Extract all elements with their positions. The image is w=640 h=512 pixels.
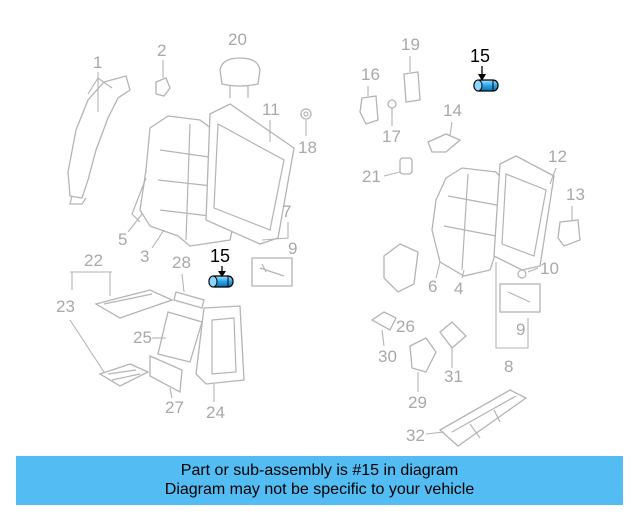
part-16-bracket [359,95,379,125]
callout-1: 1 [93,53,102,72]
part-24-back-panel [195,305,245,385]
callout-19: 19 [401,35,420,54]
banner-line-1: Part or sub-assembly is #15 in diagram [180,462,459,479]
callout-26: 26 [396,317,415,336]
part-32-rail [438,389,528,447]
callout-7: 7 [282,202,291,221]
callout-17: 17 [382,127,401,146]
part-23-heater-element [98,363,150,387]
callout-4: 4 [454,279,463,298]
part-20-headrest [219,57,261,98]
callout-31: 31 [444,367,463,386]
callout-13: 13 [566,185,585,204]
part-26-cover [370,311,397,331]
part-21-lock-cylinder [399,157,413,175]
part-2-clip [155,77,171,97]
part-19-guide [403,71,421,103]
callout-22: 22 [84,251,103,270]
callout-8: 8 [504,357,513,376]
callout-11: 11 [262,100,280,119]
callout-15-left: 15 [210,246,230,266]
part-9-bolt-kit-right [499,283,541,313]
part-25-panel [157,311,203,363]
part-10-bolt [517,269,527,279]
part-14-release-handle [427,133,462,153]
part-4-seatback-cushion-right [431,167,513,277]
part-1-side-trim [67,75,131,205]
part-18-grommet [300,108,312,120]
callout-2: 2 [157,41,166,60]
part-31-bracket [439,321,467,349]
callout-5: 5 [118,230,127,249]
part-29-bracket [409,337,437,373]
callout-30: 30 [378,347,397,366]
callout-25: 25 [133,328,152,347]
part-9-bolt-kit-left [251,257,293,287]
callout-24: 24 [206,403,225,422]
callout-29: 29 [408,393,427,412]
callout-16: 16 [361,65,380,84]
part-15-left [208,275,234,288]
callout-9-right: 9 [516,320,525,339]
part-17-screw [387,99,397,114]
callout-6: 6 [428,277,437,296]
callout-15-right: 15 [470,46,490,66]
callout-20: 20 [228,30,247,49]
callout-12: 12 [548,147,567,166]
part-13-cover [557,219,581,247]
callout-27: 27 [165,398,184,417]
part-11-seatback-frame [205,103,295,245]
part-15-right [473,79,499,92]
part-seat-bracket-right [383,243,419,293]
info-banner: Part or sub-assembly is #15 in diagram D… [16,456,623,505]
part-27-trim [149,355,183,394]
part-28-strip [173,291,205,309]
part-22-cushion-pad [94,289,174,319]
callout-3: 3 [140,247,149,266]
callout-28: 28 [172,253,191,272]
callout-21: 21 [362,167,381,186]
callout-10: 10 [540,259,559,278]
callout-14: 14 [443,101,462,120]
callout-18: 18 [298,138,317,157]
banner-line-2: Diagram may not be specific to your vehi… [164,481,475,498]
callout-32: 32 [406,426,425,445]
callout-23: 23 [56,297,75,316]
part-12-seatback-frame-right [493,155,555,271]
callout-9-left: 9 [288,239,297,258]
